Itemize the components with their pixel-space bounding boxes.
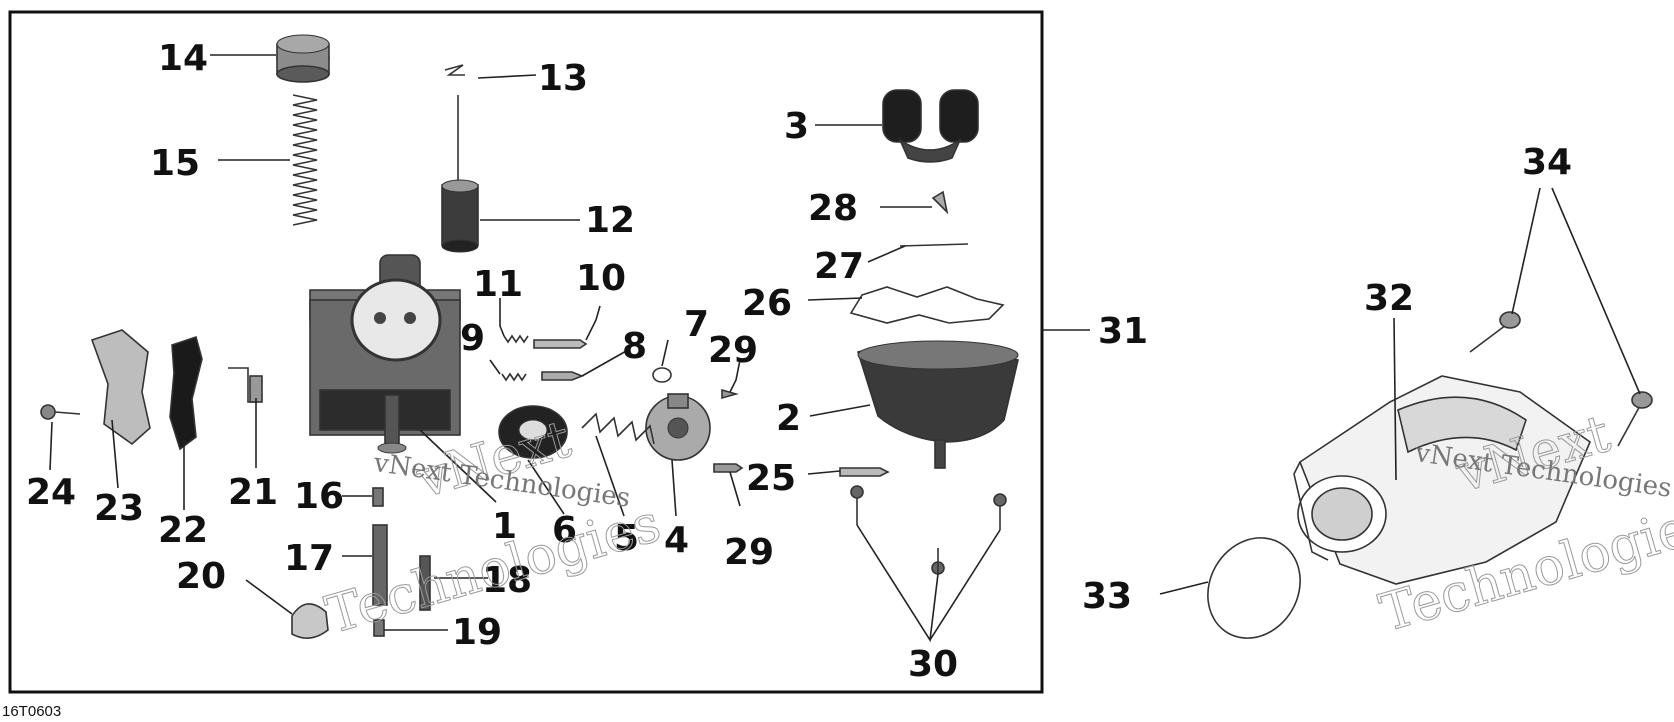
callout-14: 14 xyxy=(158,38,208,79)
drawing-code: 16T0603 xyxy=(2,703,61,720)
callout-8: 8 xyxy=(622,326,647,367)
callout-11: 11 xyxy=(473,264,523,305)
callout-15: 15 xyxy=(150,143,200,184)
callout-34: 34 xyxy=(1522,142,1572,183)
callout-12: 12 xyxy=(585,200,635,241)
callout-33: 33 xyxy=(1082,576,1132,617)
callout-1: 1 xyxy=(492,506,517,547)
callout-labels: 14 13 15 12 3 28 27 26 11 10 9 8 7 29 31… xyxy=(26,38,1572,685)
leader-lines xyxy=(49,54,1641,643)
callout-32: 32 xyxy=(1364,278,1414,319)
callout-3: 3 xyxy=(784,106,809,147)
callout-20: 20 xyxy=(176,556,226,597)
callout-7: 7 xyxy=(684,304,709,345)
callout-23: 23 xyxy=(94,488,144,529)
callout-5: 5 xyxy=(614,518,639,559)
callout-24: 24 xyxy=(26,472,76,513)
part-illustrations xyxy=(40,34,1653,639)
callout-2: 2 xyxy=(776,398,801,439)
callout-10: 10 xyxy=(576,258,626,299)
callout-4: 4 xyxy=(664,520,689,561)
callout-17: 17 xyxy=(284,538,334,579)
callout-22: 22 xyxy=(158,510,208,551)
callout-13: 13 xyxy=(538,58,588,99)
callout-27: 27 xyxy=(814,246,864,287)
callout-29-upper: 29 xyxy=(708,330,758,371)
callout-6: 6 xyxy=(552,510,577,551)
callout-16: 16 xyxy=(294,476,344,517)
callout-19: 19 xyxy=(452,612,502,653)
callout-9: 9 xyxy=(460,318,485,359)
callout-31: 31 xyxy=(1098,311,1148,352)
callout-18: 18 xyxy=(482,560,532,601)
carburetor-group-frame xyxy=(8,10,1044,694)
callout-28: 28 xyxy=(808,188,858,229)
callout-30: 30 xyxy=(908,644,958,685)
callout-29-lower: 29 xyxy=(724,532,774,573)
callout-26: 26 xyxy=(742,283,792,324)
callout-21: 21 xyxy=(228,472,278,513)
callout-25: 25 xyxy=(746,458,796,499)
